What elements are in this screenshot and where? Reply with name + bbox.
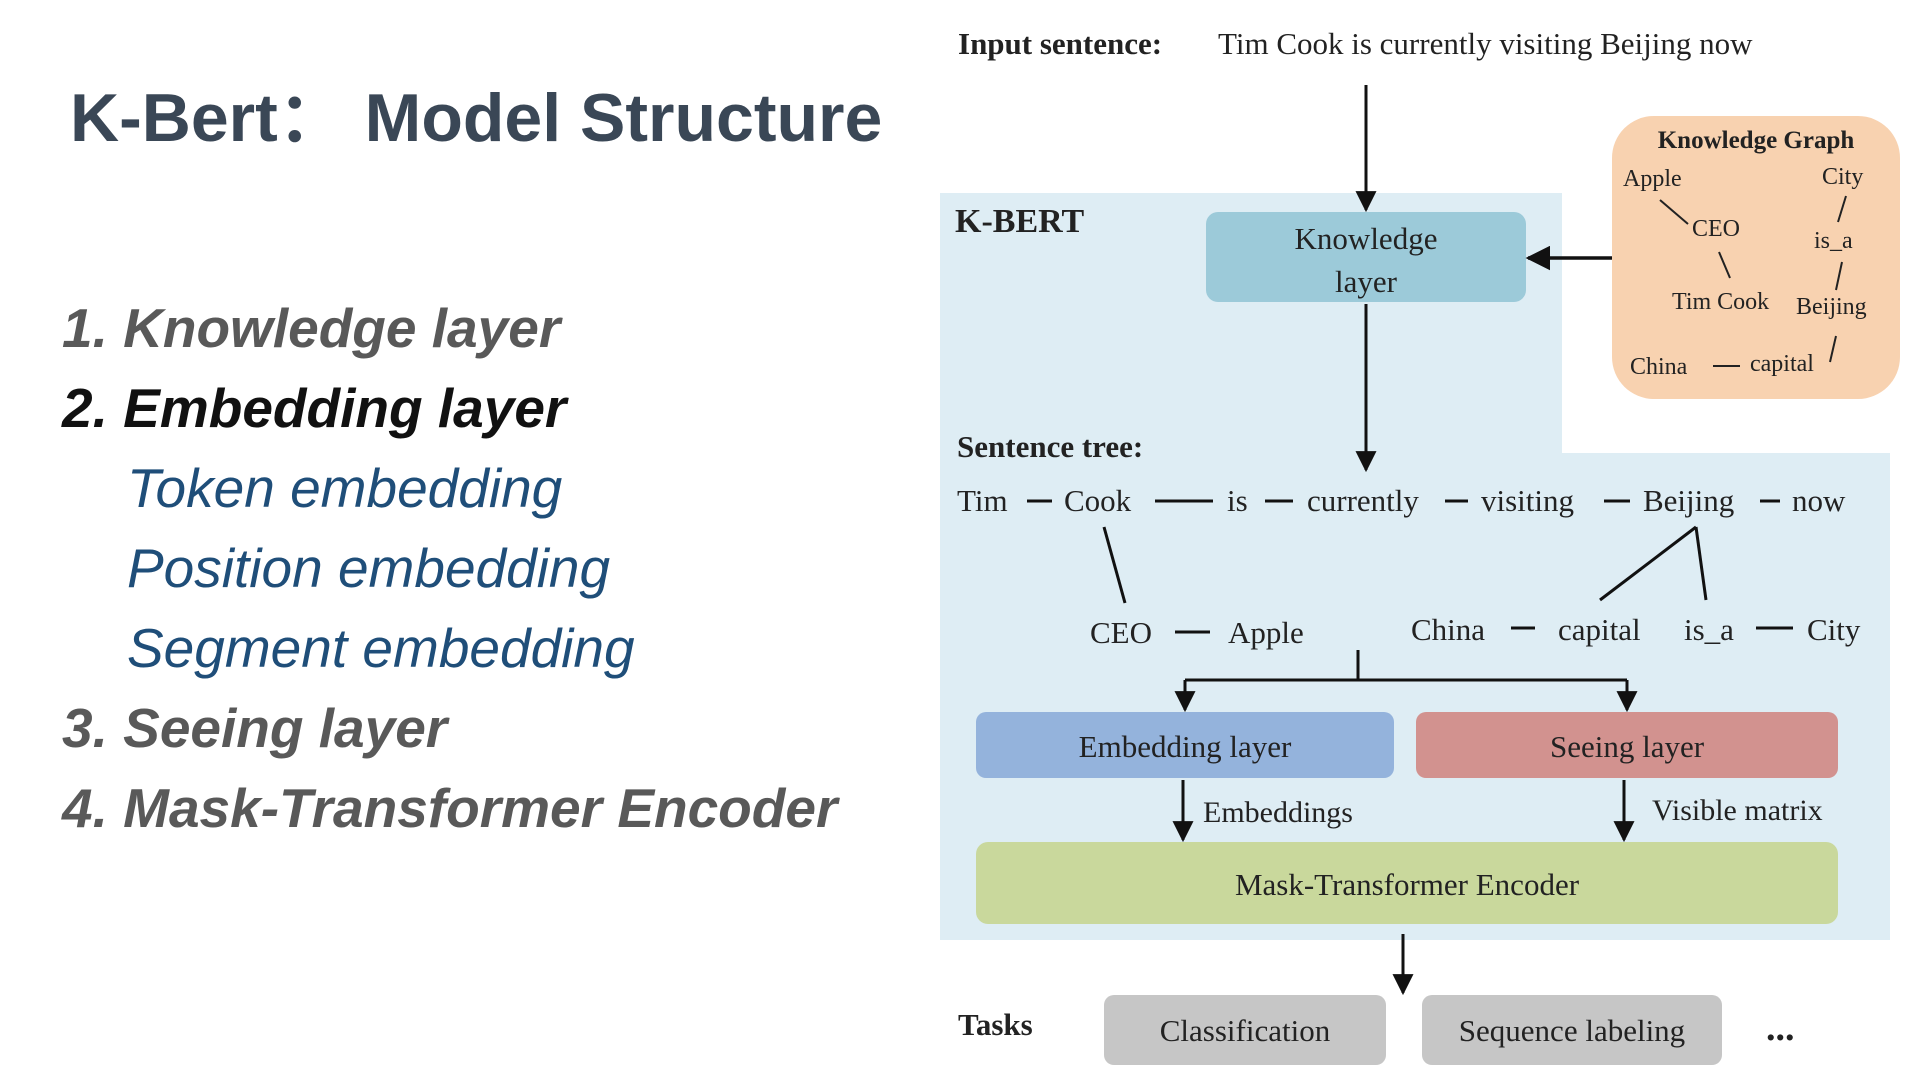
outline-item-knowledge-layer: 1. Knowledge layer xyxy=(62,297,561,359)
tree-branch-is-a: is_a xyxy=(1684,612,1734,647)
kg-node-apple: Apple xyxy=(1623,166,1682,192)
task-classification-box xyxy=(1104,995,1386,1065)
kbert-label: K-BERT xyxy=(955,203,1084,240)
tasks-more-ellipsis: ... xyxy=(1766,1007,1795,1049)
visible-matrix-label: Visible matrix xyxy=(1652,794,1823,827)
outline-subitem-segment-embedding: Segment embedding xyxy=(127,617,635,679)
outline-subitem-position-embedding: Position embedding xyxy=(127,537,611,599)
tree-token-tim: Tim xyxy=(957,483,1008,518)
embedding-layer-label: Embedding layer xyxy=(1079,729,1292,764)
outline-item-embedding-layer: 2. Embedding layer xyxy=(62,377,567,439)
seeing-layer-box xyxy=(1416,712,1838,778)
outline-list: 1. Knowledge layer 2. Embedding layer To… xyxy=(62,288,912,848)
input-sentence-label: Input sentence: xyxy=(958,26,1162,61)
kg-node-beijing: Beijing xyxy=(1796,294,1867,320)
outline-subitem-token-embedding: Token embedding xyxy=(127,457,563,519)
outline-item-mask-transformer-encoder: 4. Mask-Transformer Encoder xyxy=(62,777,838,839)
tree-branch-ceo: CEO xyxy=(1090,615,1152,650)
sentence-tree-branches: CEO Apple China capital is_a City xyxy=(1090,612,1861,650)
knowledge-layer-label-line1: Knowledge xyxy=(1295,221,1438,256)
kg-node-china: China xyxy=(1630,354,1688,380)
kg-title: Knowledge Graph xyxy=(1658,127,1855,154)
knowledge-layer-box xyxy=(1206,212,1526,302)
seeing-layer-label: Seeing layer xyxy=(1550,729,1705,764)
sentence-tree-tokens: Tim Cook is currently visiting Beijing n… xyxy=(957,483,1846,518)
tree-token-currently: currently xyxy=(1307,483,1419,518)
tree-token-visiting: visiting xyxy=(1481,483,1574,518)
mask-transformer-encoder-label: Mask-Transformer Encoder xyxy=(1235,867,1580,902)
kg-node-tim-cook: Tim Cook xyxy=(1672,289,1769,315)
kg-edges xyxy=(1659,195,1847,367)
sentence-tree-links xyxy=(1027,499,1793,634)
sentence-tree-label: Sentence tree: xyxy=(957,429,1143,464)
split-connector xyxy=(1174,650,1638,713)
kg-node-is-a: is_a xyxy=(1814,228,1853,254)
tree-branch-city: City xyxy=(1807,612,1861,647)
kg-node-capital: capital xyxy=(1750,351,1814,377)
tree-branch-apple: Apple xyxy=(1228,615,1304,650)
tree-token-now: now xyxy=(1792,483,1846,518)
embedding-layer-box xyxy=(976,712,1394,778)
task-sequence-labeling-box xyxy=(1422,995,1722,1065)
task-classification-label: Classification xyxy=(1160,1013,1331,1048)
tree-token-is: is xyxy=(1227,483,1248,518)
knowledge-layer-label-line2: layer xyxy=(1335,264,1398,299)
mask-transformer-encoder-box xyxy=(976,842,1838,924)
task-sequence-labeling-label: Sequence labeling xyxy=(1459,1013,1685,1048)
outline-item-seeing-layer: 3. Seeing layer xyxy=(62,697,448,759)
kg-node-city: City xyxy=(1822,164,1863,190)
embeddings-label: Embeddings xyxy=(1203,796,1353,829)
tree-token-cook: Cook xyxy=(1064,483,1132,518)
knowledge-graph-box xyxy=(1612,116,1900,399)
tasks-label: Tasks xyxy=(958,1007,1033,1042)
tree-token-beijing: Beijing xyxy=(1643,483,1734,518)
kg-node-ceo: CEO xyxy=(1692,216,1740,242)
input-sentence-text: Tim Cook is currently visiting Beijing n… xyxy=(1218,26,1753,61)
slide-title: K-Bert： Model Structure xyxy=(70,80,883,156)
tree-branch-china: China xyxy=(1411,612,1485,647)
tree-branch-capital: capital xyxy=(1558,612,1641,647)
